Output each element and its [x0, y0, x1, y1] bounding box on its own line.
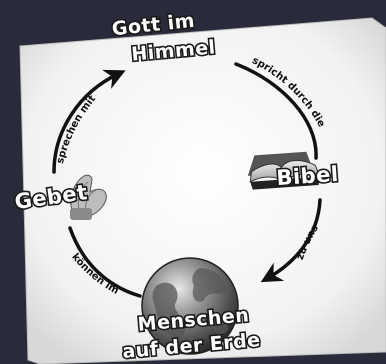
arrow-right-to-bottom [260, 198, 322, 283]
arrow-bottom-to-left [68, 226, 142, 298]
arrow-top-to-right [234, 62, 318, 160]
praying-hands-icon [70, 174, 107, 220]
arrow-left-to-top [52, 69, 126, 174]
book-icon [247, 151, 321, 190]
globe-icon [141, 257, 239, 355]
node-right-label: Bibel [276, 162, 340, 190]
